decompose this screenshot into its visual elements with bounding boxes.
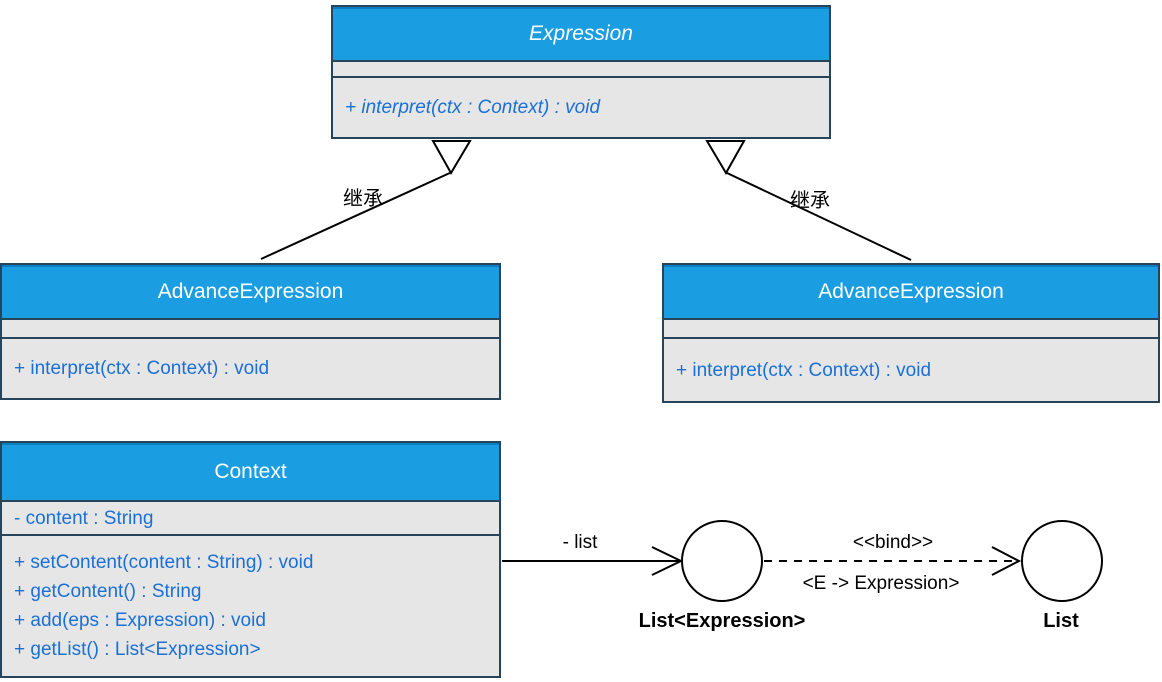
class-advance-expression-right-attributes-section [664, 320, 1158, 339]
class-advance-expression-left-methods-section: + interpret(ctx : Context) : void [2, 339, 499, 398]
inheritance-triangle-left-icon[interactable] [431, 140, 472, 175]
inheritance-line-right[interactable] [726, 172, 912, 261]
method-interpret: + interpret(ctx : Context) : void [345, 97, 601, 118]
inheritance-label-right: 继承 [790, 190, 830, 212]
class-advance-expression-right-methods-section: + interpret(ctx : Context) : void [664, 339, 1158, 401]
class-context-methods-section: + setContent(content : String) : void + … [2, 536, 499, 676]
method-get-list: + getList() : List<Expression> [14, 639, 261, 660]
bind-stereotype-label: <<bind>> [852, 532, 934, 553]
class-advance-expression-right[interactable]: AdvanceExpression + interpret(ctx : Cont… [662, 263, 1160, 403]
method-add: + add(eps : Expression) : void [14, 610, 266, 631]
method-interpret: + interpret(ctx : Context) : void [14, 358, 270, 379]
method-get-content: + getContent() : String [14, 581, 202, 602]
inheritance-label-left: 继承 [343, 188, 383, 210]
method-set-content: + setContent(content : String) : void [14, 552, 314, 573]
class-advance-expression-left-attributes-section [2, 320, 499, 339]
class-expression-title: Expression [333, 7, 829, 62]
method-interpret: + interpret(ctx : Context) : void [676, 359, 932, 381]
bind-params-label: <E -> Expression> [802, 573, 960, 594]
interface-label-list: List [1043, 610, 1079, 632]
class-expression-attributes-section [333, 62, 829, 78]
class-context-title: Context [2, 443, 499, 502]
class-context-attributes-section: - content : String [2, 502, 499, 536]
association-role-label: - list [562, 532, 598, 553]
class-advance-expression-left[interactable]: AdvanceExpression + interpret(ctx : Cont… [0, 263, 501, 400]
interface-label-list-expression: List<Expression> [638, 610, 806, 632]
inheritance-triangle-right-icon[interactable] [705, 140, 746, 175]
inheritance-line-left[interactable] [260, 171, 453, 260]
class-context[interactable]: Context - content : String + setContent(… [0, 441, 501, 678]
attribute-content: - content : String [14, 507, 154, 529]
class-expression-methods-section: + interpret(ctx : Context) : void [333, 78, 829, 137]
open-arrowhead-icon [991, 546, 1022, 576]
class-advance-expression-left-title: AdvanceExpression [2, 265, 499, 320]
interface-circle-list-expression[interactable] [681, 520, 763, 602]
class-advance-expression-right-title: AdvanceExpression [664, 265, 1158, 320]
class-expression[interactable]: Expression + interpret(ctx : Context) : … [331, 5, 831, 139]
interface-circle-list[interactable] [1021, 520, 1103, 602]
